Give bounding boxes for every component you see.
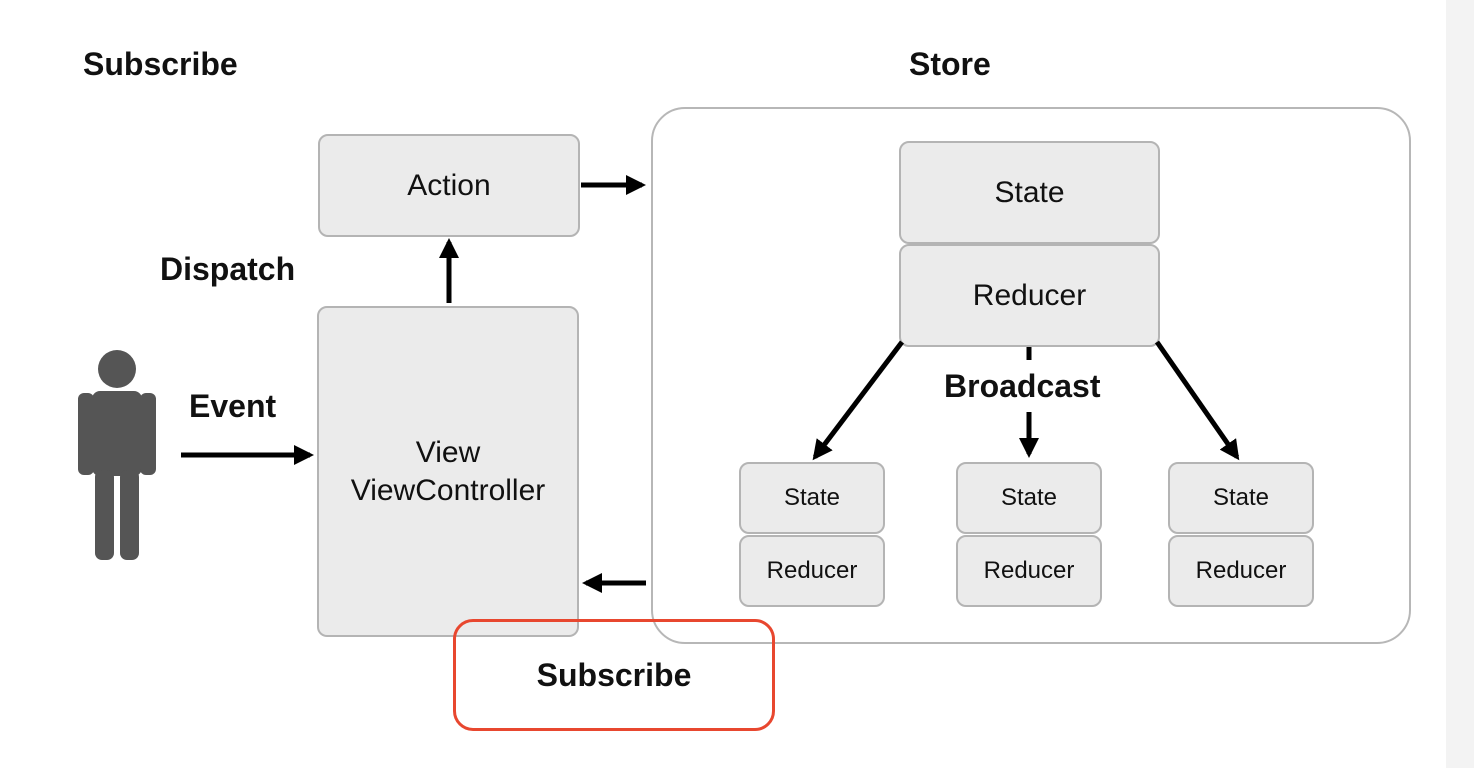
person-icon bbox=[78, 350, 156, 560]
subscribe-highlight-label: Subscribe bbox=[536, 656, 692, 693]
action-box: Action bbox=[318, 134, 580, 237]
right-edge-strip bbox=[1446, 0, 1474, 768]
sub-state-box-2: State bbox=[956, 462, 1102, 534]
sub-reducer-label: Reducer bbox=[983, 557, 1075, 584]
main-state-label: State bbox=[994, 175, 1065, 209]
main-reducer-box: Reducer bbox=[899, 244, 1160, 347]
subscribe-highlight-box: Subscribe bbox=[453, 619, 775, 731]
view-controller-label: ViewController bbox=[350, 473, 546, 507]
main-reducer-label: Reducer bbox=[972, 278, 1087, 312]
sub-state-label: State bbox=[1212, 484, 1270, 511]
broadcast-label: Broadcast bbox=[942, 368, 1103, 404]
action-label: Action bbox=[407, 168, 491, 202]
sub-state-box-1: State bbox=[739, 462, 885, 534]
view-label: View bbox=[415, 435, 481, 469]
sub-reducer-box-2: Reducer bbox=[956, 535, 1102, 607]
broadcast-arrow-right bbox=[1154, 340, 1240, 461]
view-controller-box: View ViewController bbox=[317, 306, 579, 637]
store-container bbox=[651, 107, 1411, 644]
sub-state-label: State bbox=[1000, 484, 1058, 511]
sub-state-box-3: State bbox=[1168, 462, 1314, 534]
store-heading: Store bbox=[909, 46, 991, 82]
sub-state-label: State bbox=[783, 484, 841, 511]
main-state-box: State bbox=[899, 141, 1160, 244]
sub-reducer-box-1: Reducer bbox=[739, 535, 885, 607]
subscribe-heading: Subscribe bbox=[83, 46, 238, 82]
broadcast-arrow-left bbox=[812, 340, 904, 461]
sub-reducer-label: Reducer bbox=[1195, 557, 1287, 584]
sub-reducer-box-3: Reducer bbox=[1168, 535, 1314, 607]
sub-reducer-label: Reducer bbox=[766, 557, 858, 584]
event-label: Event bbox=[189, 388, 277, 424]
dispatch-label: Dispatch bbox=[160, 251, 296, 287]
